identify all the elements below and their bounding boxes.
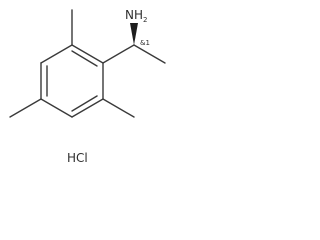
chemical-structure: NH2 &1 HCl: [9, 8, 166, 165]
amine-label: NH2: [125, 8, 147, 24]
salt-label: HCl: [67, 151, 88, 165]
amine-subscript-text: 2: [143, 16, 147, 24]
ring-bond-2: [40, 44, 73, 64]
ring-double-bond-top: [71, 50, 98, 67]
methyl-bond-left: [9, 98, 42, 118]
stereo-wedge-bond: [130, 23, 138, 45]
chain-bond-to-chiral-carbon: [102, 44, 135, 64]
ring-bond-1: [71, 44, 104, 64]
ring-double-bond-bottom: [71, 95, 98, 112]
ring-bond-4: [40, 98, 73, 118]
methyl-bond-bottom: [102, 98, 135, 118]
stereo-descriptor: &1: [140, 39, 150, 47]
ring-bond-5: [71, 98, 104, 118]
chain-bond-to-methyl: [133, 44, 166, 64]
amine-main-text: NH: [125, 8, 143, 22]
